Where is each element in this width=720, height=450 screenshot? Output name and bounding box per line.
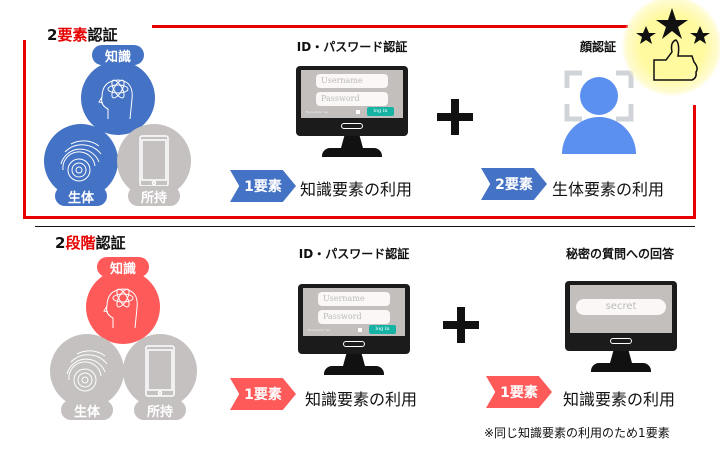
knowledge-circle [86, 270, 160, 344]
monitor-screen: secret [565, 281, 677, 351]
monitor-neck [341, 136, 363, 148]
screen-area: secret [570, 285, 672, 333]
plus-icon [437, 99, 473, 135]
section-title-2step: 2段階認証 [55, 232, 125, 253]
title-suffix: 認証 [95, 234, 126, 252]
factor-count-tag: 1要素 [230, 378, 296, 410]
factor-count-tag: 1要素 [230, 170, 296, 202]
factor-count-tag-2: 1要素 [486, 376, 552, 408]
screen-area: Username Password Remember me log in [301, 70, 403, 118]
monitor-base [324, 366, 384, 375]
face-recognition-icon [562, 70, 636, 154]
brain-head-icon [103, 288, 138, 329]
thumbs-up-badge [622, 0, 720, 96]
method2-title: 顔認証 [579, 40, 617, 54]
monitor-slot [341, 123, 363, 129]
smartphone-icon [145, 345, 175, 397]
knowledge-circle [81, 61, 155, 135]
remember-label: Remember me [308, 328, 331, 332]
fingerprint-icon [66, 350, 108, 392]
stars-thumbs-up-icon [636, 8, 710, 81]
possession-circle [123, 334, 197, 408]
title-highlight: 要素 [57, 26, 88, 44]
password-field[interactable]: Password [318, 310, 390, 324]
method1-title: ID・パスワード認証 [296, 40, 408, 54]
method1-caption: 知識要素の利用 [300, 180, 413, 199]
possession-label: 所持 [134, 400, 186, 420]
monitor-base [591, 363, 651, 372]
monitor-neck [610, 351, 632, 363]
method2-title: 秘密の質問への回答 [565, 247, 675, 261]
remember-label: Remember me [306, 110, 329, 114]
plus-icon [443, 307, 479, 343]
login-monitor: Username Password Remember me log in [296, 66, 408, 166]
factor-count-tag-2: 2要素 [481, 168, 547, 200]
monitor-slot [343, 341, 365, 347]
smartphone-icon [139, 135, 169, 187]
possession-circle [117, 124, 191, 198]
frame-right [693, 105, 696, 219]
title-prefix: 2 [47, 26, 58, 44]
login-button[interactable]: log in [367, 107, 394, 116]
remember-checkbox[interactable] [356, 110, 360, 114]
secret-field[interactable]: secret [576, 299, 666, 315]
biometric-label: 生体 [61, 400, 113, 420]
biometric-circle [44, 124, 118, 198]
method1-caption: 知識要素の利用 [305, 390, 418, 409]
method2-caption: 知識要素の利用 [563, 390, 676, 409]
monitor-neck [343, 354, 365, 366]
title-prefix: 2 [55, 234, 66, 252]
frame-left [23, 40, 26, 219]
frame-bottom [23, 216, 696, 219]
password-field[interactable]: Password [316, 92, 388, 106]
monitor-screen: Username Password Remember me log in [298, 284, 410, 354]
divider [35, 226, 695, 227]
secret-monitor: secret [565, 281, 677, 381]
monitor-slot [610, 338, 632, 344]
possession-label: 所持 [128, 186, 180, 206]
screen-area: Username Password Remember me log in [303, 288, 405, 336]
monitor-base [322, 148, 382, 157]
frame-top [152, 25, 628, 28]
knowledge-label: 知識 [97, 257, 149, 277]
fingerprint-icon [60, 140, 102, 182]
username-field[interactable]: Username [316, 74, 388, 88]
section-title-2fa: 2要素認証 [47, 24, 117, 45]
login-button[interactable]: log in [369, 325, 396, 334]
title-suffix: 認証 [87, 26, 118, 44]
biometric-label: 生体 [55, 186, 107, 206]
title-highlight: 段階 [65, 234, 96, 252]
username-field[interactable]: Username [318, 292, 390, 306]
login-monitor: Username Password Remember me log in [298, 284, 410, 384]
remember-checkbox[interactable] [358, 328, 362, 332]
monitor-screen: Username Password Remember me log in [296, 66, 408, 136]
method2-caption: 生体要素の利用 [552, 180, 665, 199]
method1-title: ID・パスワード認証 [298, 247, 410, 261]
brain-head-icon [98, 79, 133, 120]
knowledge-label: 知識 [92, 45, 144, 65]
footnote: ※同じ知識要素の利用のため1要素 [484, 426, 670, 440]
biometric-circle [50, 334, 124, 408]
